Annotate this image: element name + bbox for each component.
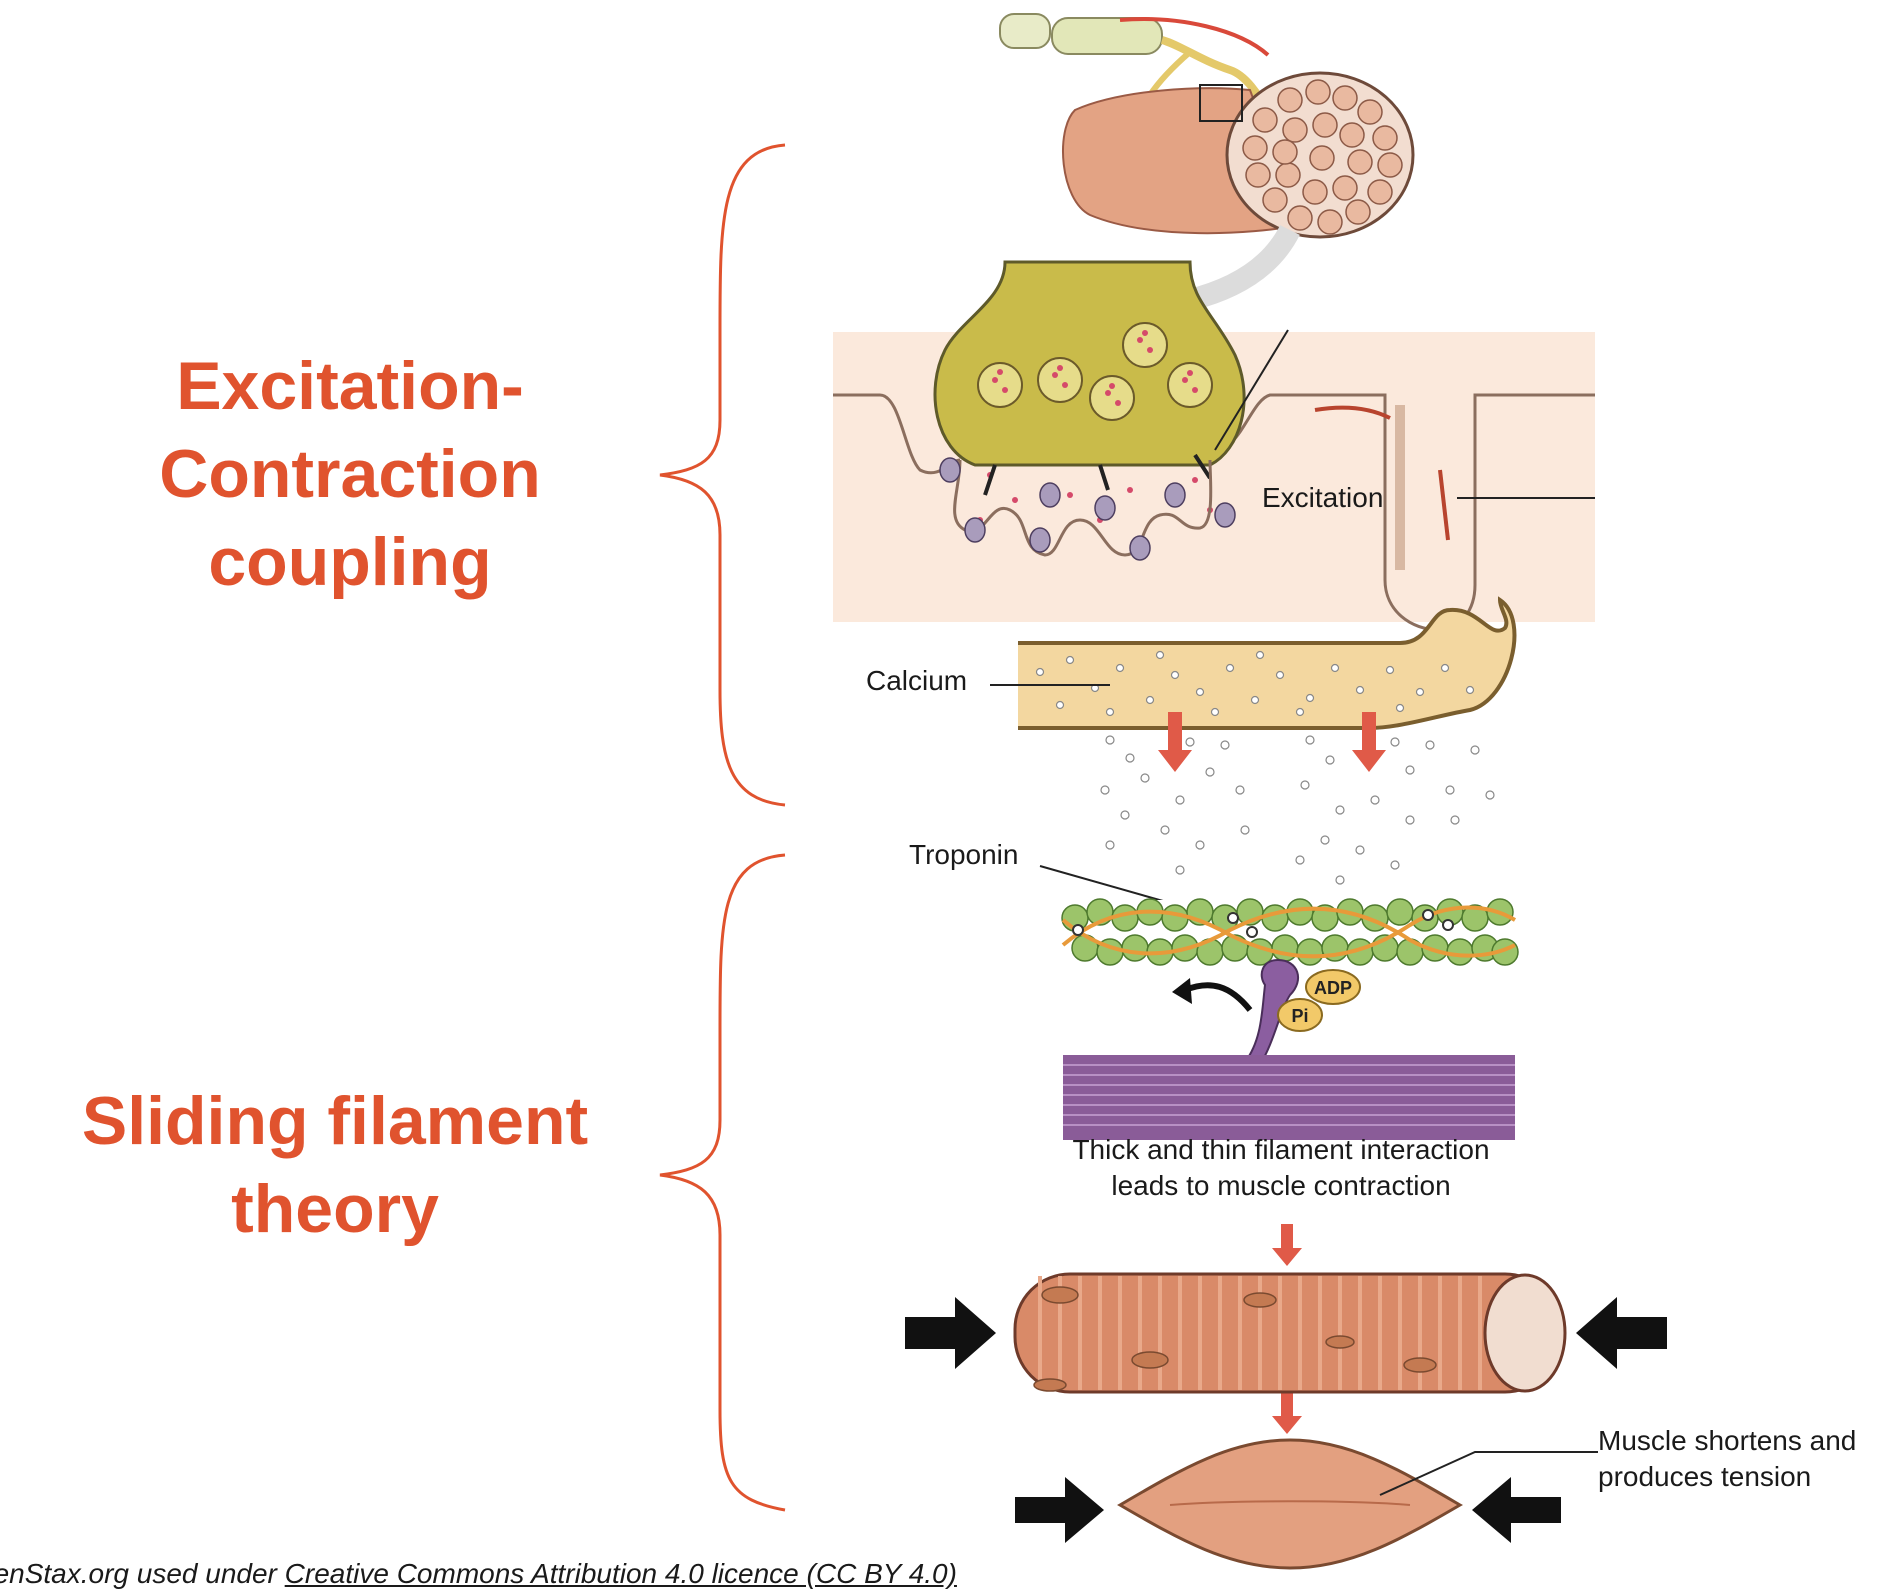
brace-sliding [659,853,786,1512]
credit-prefix: penStax.org used under [0,1558,285,1589]
ec-line-3: coupling [208,524,492,600]
caption-line-2: leads to muscle contraction [1111,1170,1451,1201]
troponin-label: Troponin [909,839,1019,870]
motor-neuron-axon [999,13,1270,112]
calcium-release-arrows [1158,712,1386,772]
adp-label: ADP [1314,978,1352,998]
muscle-fiber [1013,1272,1567,1394]
ec-line-2: Contraction [159,436,541,512]
contracted-muscle [1117,1438,1598,1570]
sliding-filament-theory-label: Sliding filament theory [45,1077,625,1253]
shortens-line-1: Muscle shortens and [1598,1425,1857,1456]
muscle-bundle [1062,71,1415,318]
sarcoplasmic-reticulum [990,596,1517,730]
caption-line-1: Thick and thin filament interaction [1072,1134,1490,1165]
license-link[interactable]: Creative Commons Attribution 4.0 licence… [284,1558,957,1589]
thin-filament [1061,898,1519,968]
myosin-cross-bridge: ADP Pi [1172,958,1361,1067]
sf-line-1: Sliding filament [81,1083,589,1159]
excitation-label: Excitation [1262,482,1384,513]
pi-label: Pi [1291,1006,1308,1026]
muscle-shortens-label: Muscle shortens and produces tension [1598,1423,1856,1495]
excitation-contraction-coupling-label: Excitation- Contraction coupling [110,342,590,606]
flow-arrows [1272,1224,1302,1434]
thick-filament [1063,1055,1515,1140]
calcium-label: Calcium [866,665,968,696]
neuromuscular-junction [833,260,1595,632]
sf-line-2: theory [231,1171,439,1247]
ec-line-1: Excitation- [176,348,524,424]
filament-interaction-caption: Thick and thin filament interaction lead… [1036,1132,1526,1204]
calcium-ions [1100,735,1495,885]
compression-arrows [905,1297,1667,1543]
shortens-line-2: produces tension [1598,1461,1812,1492]
image-credit: penStax.org used under Creative Commons … [0,1558,957,1590]
brace-excitation [659,143,786,807]
